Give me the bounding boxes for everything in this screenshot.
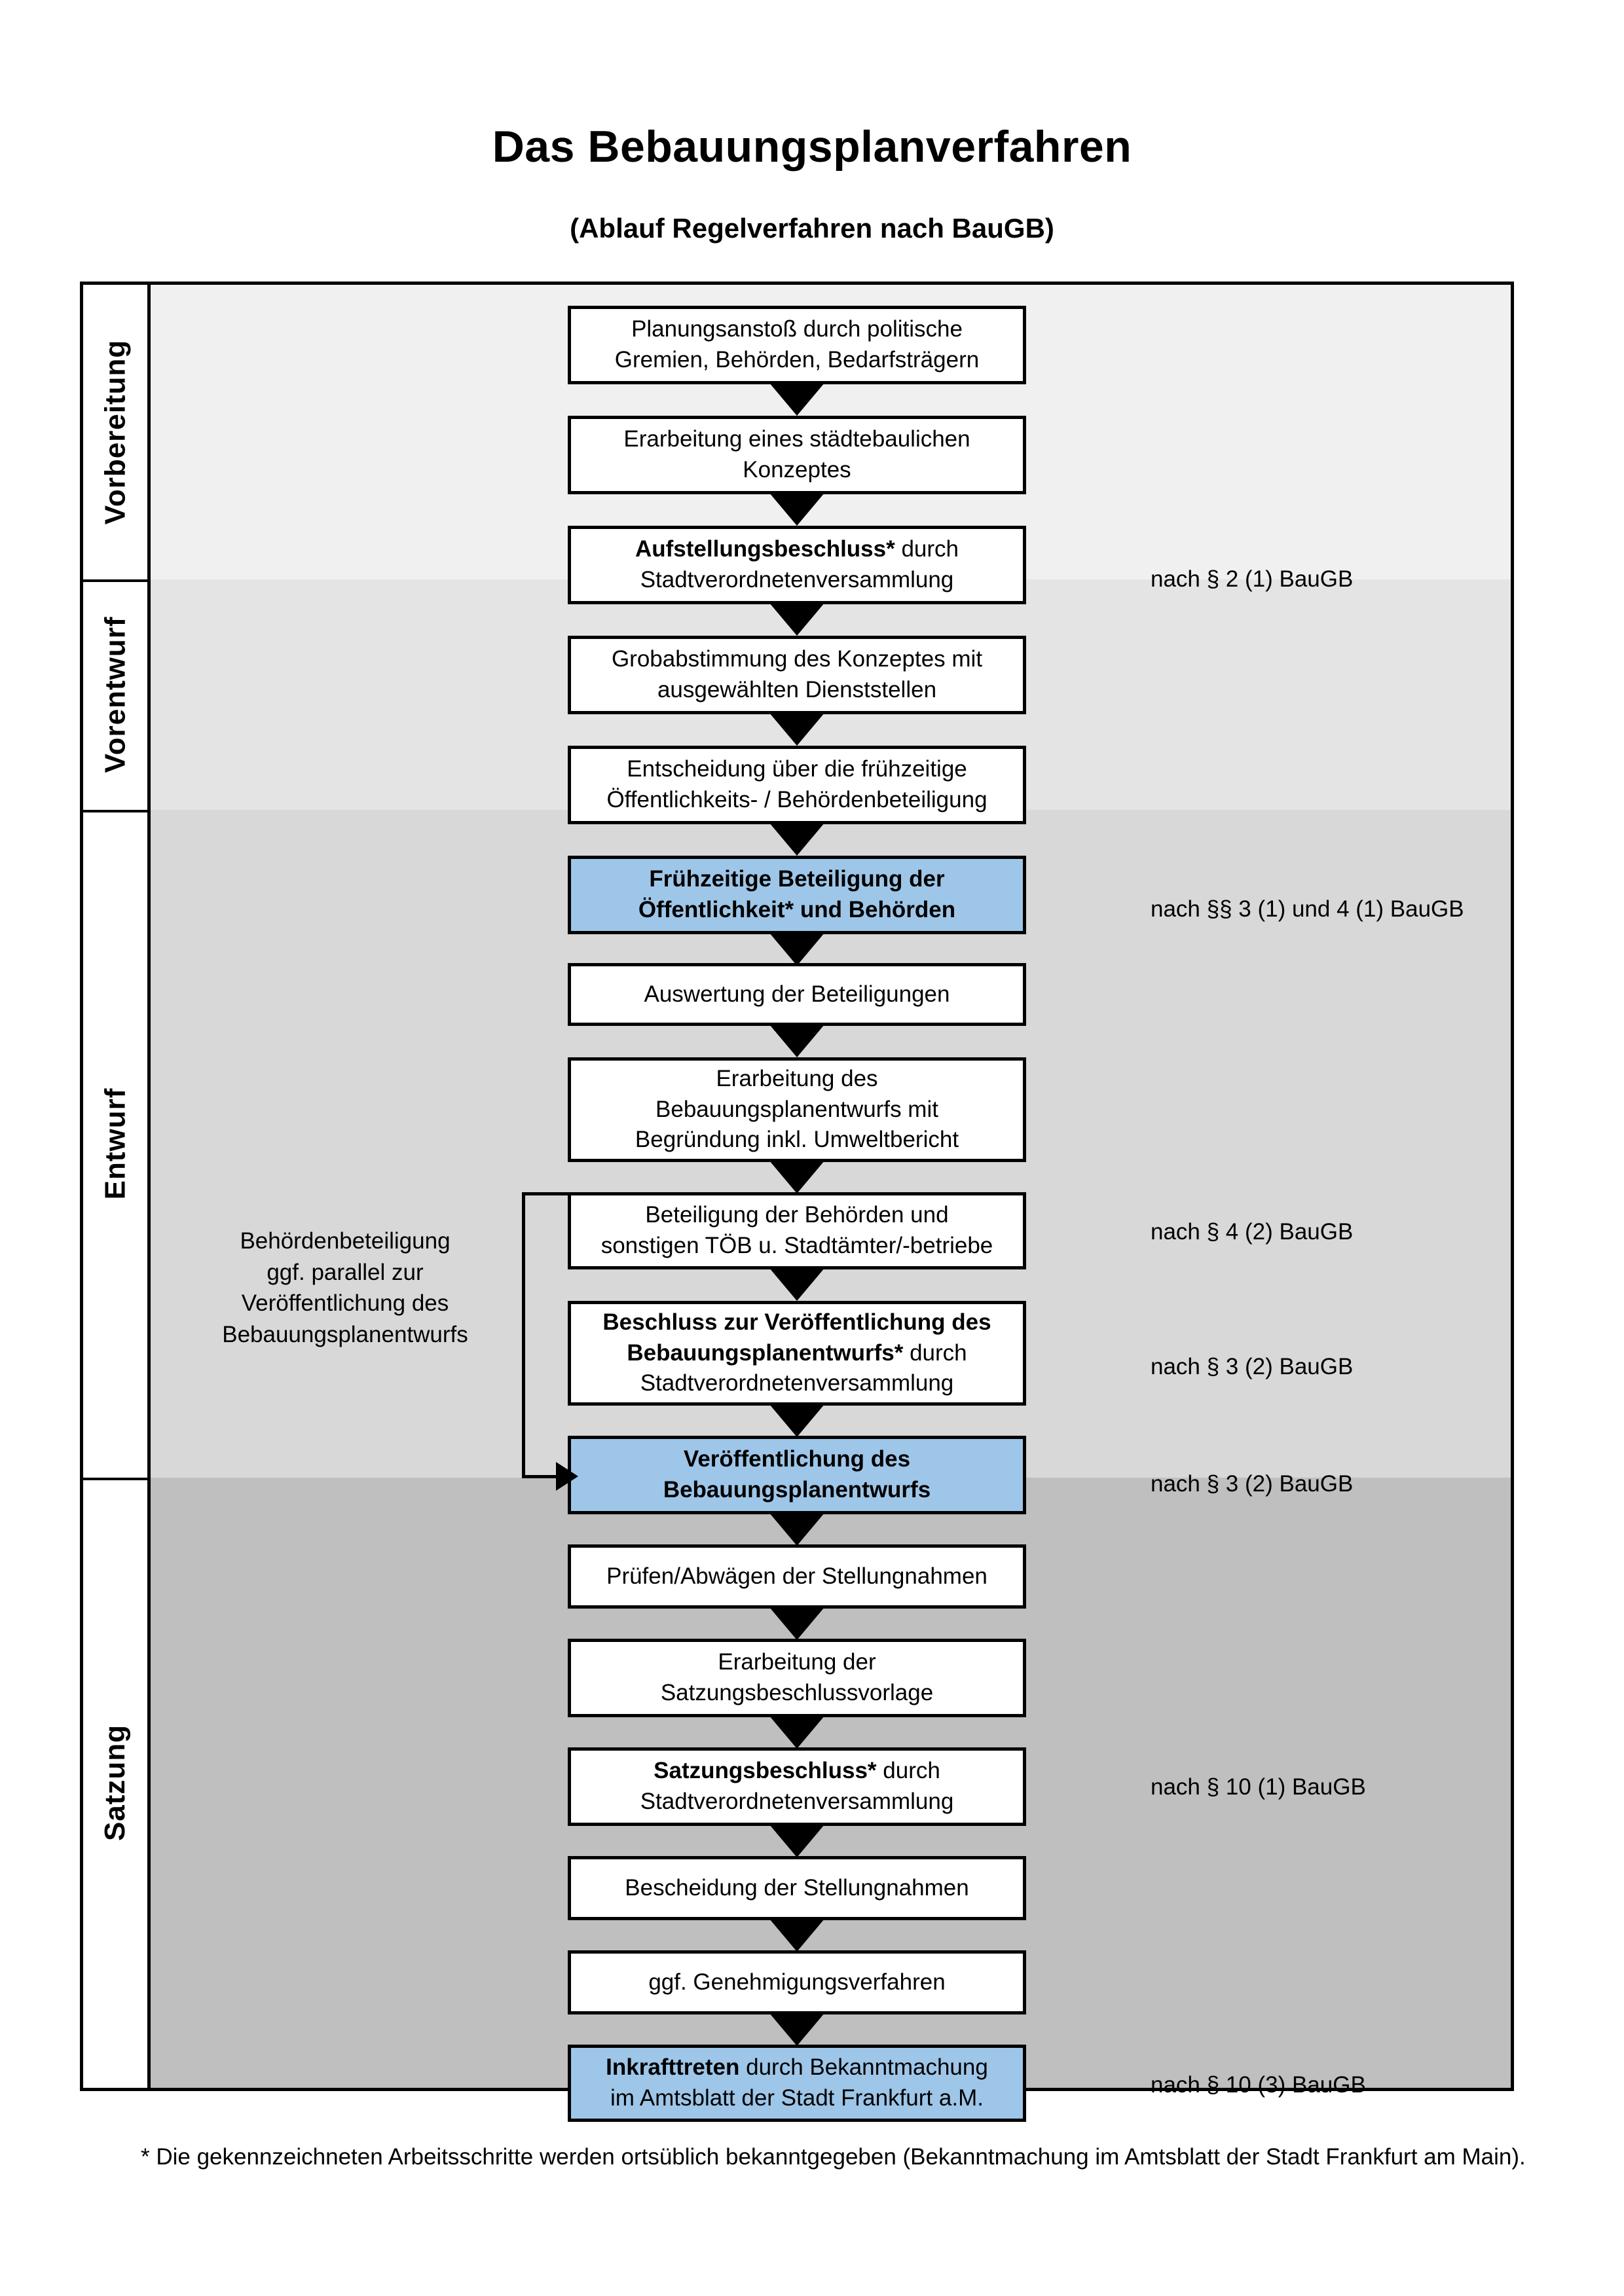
flow-step-14[interactable]: Satzungsbeschluss* durch Stadtverordnete… <box>568 1747 1026 1826</box>
flow-arrow-15 <box>769 1919 824 1952</box>
step-line: Gremien, Behörden, Bedarfsträgern <box>614 347 980 373</box>
step-line: Erarbeitung eines städtebaulichen <box>623 426 970 452</box>
step-line: ggf. Genehmigungsverfahren <box>648 1969 946 1995</box>
flow-step-7[interactable]: Auswertung der Beteiligungen <box>568 963 1026 1026</box>
step-line: Beteiligung der Behörden und <box>645 1202 949 1228</box>
step-line: Konzeptes <box>743 457 851 483</box>
phase-label-text: Satzung <box>99 1724 132 1842</box>
flow-step-12[interactable]: Prüfen/Abwägen der Stellungnahmen <box>568 1544 1026 1609</box>
flow-arrow-14 <box>769 1825 824 1857</box>
flow-step-13[interactable]: Erarbeitung der Satzungsbeschlussvorlage <box>568 1639 1026 1717</box>
flow-step-2[interactable]: Erarbeitung eines städtebaulichen Konzep… <box>568 416 1026 494</box>
flow-arrow-7 <box>769 1025 824 1057</box>
step-line-strong: Frühzeitige Beteiligung der <box>649 866 945 892</box>
step-line: durch <box>895 536 959 562</box>
flow-arrow-9 <box>769 1268 824 1301</box>
step-line: Stadtverordnetenversammlung <box>640 1789 954 1814</box>
step-line: sonstigen TÖB u. Stadtämter/-betriebe <box>600 1233 993 1258</box>
flow-step-16[interactable]: ggf. Genehmigungsverfahren <box>568 1950 1026 2014</box>
diagram-frame: Vorbereitung Vorentwurf Entwurf Satzung … <box>80 282 1514 2122</box>
flow-arrow-13 <box>769 1716 824 1749</box>
phase-separator-3 <box>83 1478 151 1480</box>
legal-note-4: nach § 3 (2) BauGB <box>1151 1354 1354 1379</box>
parallel-path-vertical-segment <box>522 1192 525 1478</box>
footnote: * Die gekennzeichneten Arbeitsschritte w… <box>141 2144 1526 2170</box>
step-line: im Amtsblatt der Stadt Frankfurt a.M. <box>610 2085 984 2111</box>
phase-separator-1 <box>83 579 151 582</box>
parallel-path-arrowhead <box>556 1462 578 1491</box>
legal-note-3: nach § 4 (2) BauGB <box>1151 1219 1354 1245</box>
step-line: Planungsanstoß durch politische <box>631 316 963 342</box>
flow-step-5[interactable]: Entscheidung über die frühzeitige Öffent… <box>568 746 1026 824</box>
flow-arrow-6 <box>769 933 824 966</box>
step-line-strong: Bebauungsplanentwurfs* <box>627 1339 904 1366</box>
legal-note-7: nach § 10 (3) BauGB <box>1151 2072 1366 2098</box>
flow-arrow-3 <box>769 603 824 636</box>
step-line: Bescheidung der Stellungnahmen <box>625 1874 969 1901</box>
phase-label-vorbereitung: Vorbereitung <box>83 285 147 579</box>
legal-note-6: nach § 10 (1) BauGB <box>1151 1774 1366 1800</box>
side-note-parallel-procedure: Behördenbeteiligung ggf. parallel zur Ve… <box>222 1228 468 1347</box>
step-line: durch <box>903 1339 967 1366</box>
flow-arrow-16 <box>769 2013 824 2046</box>
step-line-strong: Öffentlichkeit* und Behörden <box>638 897 956 922</box>
step-line: Grobabstimmung des Konzeptes mit <box>611 646 983 672</box>
step-line: Erarbeitung des <box>716 1066 878 1092</box>
phase-label-satzung: Satzung <box>83 1478 147 2088</box>
flow-step-11-highlight[interactable]: Veröffentlichung des Bebauungsplanentwur… <box>568 1436 1026 1514</box>
flow-step-6-highlight[interactable]: Frühzeitige Beteiligung der Öffentlichke… <box>568 856 1026 934</box>
step-line: Erarbeitung der <box>718 1649 876 1675</box>
step-line: Bebauungsplanentwurfs mit <box>655 1096 938 1122</box>
step-line: Entscheidung über die frühzeitige <box>627 756 967 782</box>
flow-arrow-1 <box>769 383 824 416</box>
step-line: Stadtverordnetenversammlung <box>640 567 954 592</box>
step-line-strong: Veröffentlichung des <box>683 1446 911 1472</box>
page-title: Das Bebauungsplanverfahren <box>492 122 1132 172</box>
step-line: durch <box>876 1758 940 1784</box>
step-line-strong: Aufstellungsbeschluss* <box>635 536 895 562</box>
step-line: Begründung inkl. Umweltbericht <box>635 1127 959 1153</box>
phase-separator-2 <box>83 810 151 812</box>
flow-arrow-10 <box>769 1404 824 1437</box>
flow-step-15[interactable]: Bescheidung der Stellungnahmen <box>568 1856 1026 1920</box>
step-line: Stadtverordnetenversammlung <box>640 1370 954 1396</box>
flow-step-8[interactable]: Erarbeitung des Bebauungsplanentwurfs mi… <box>568 1057 1026 1162</box>
step-line-strong: Beschluss zur Veröffentlichung des <box>602 1309 991 1336</box>
flow-arrow-4 <box>769 713 824 746</box>
phase-label-text: Entwurf <box>99 1087 132 1200</box>
flow-step-9[interactable]: Beteiligung der Behörden und sonstigen T… <box>568 1192 1026 1269</box>
step-line: Auswertung der Beteiligungen <box>644 981 950 1007</box>
flow-arrow-12 <box>769 1607 824 1640</box>
flow-arrow-2 <box>769 493 824 526</box>
flow-arrow-11 <box>769 1513 824 1546</box>
legal-note-5: nach § 3 (2) BauGB <box>1151 1471 1354 1497</box>
step-line: Öffentlichkeits- / Behördenbeteiligung <box>606 787 987 812</box>
flow-step-1[interactable]: Planungsanstoß durch politische Gremien,… <box>568 306 1026 384</box>
step-line: Prüfen/Abwägen der Stellungnahmen <box>606 1563 987 1589</box>
parallel-path-top-segment <box>522 1192 571 1195</box>
flow-step-10[interactable]: Beschluss zur Veröffentlichung des Bebau… <box>568 1301 1026 1406</box>
phase-label-vorentwurf: Vorentwurf <box>83 579 147 810</box>
flow-step-3[interactable]: Aufstellungsbeschluss* durch Stadtverord… <box>568 526 1026 604</box>
label-column-divider <box>147 285 151 2088</box>
flow-step-17-highlight[interactable]: Inkrafttreten durch Bekanntmachung im Am… <box>568 2045 1026 2122</box>
step-line: Satzungsbeschlussvorlage <box>660 1680 934 1705</box>
parallel-path-bottom-segment <box>522 1475 560 1478</box>
legal-note-2: nach §§ 3 (1) und 4 (1) BauGB <box>1151 896 1464 922</box>
flow-arrow-8 <box>769 1161 824 1194</box>
phase-label-entwurf: Entwurf <box>83 810 147 1478</box>
page-subtitle: (Ablauf Regelverfahren nach BauGB) <box>570 213 1054 244</box>
legal-note-1: nach § 2 (1) BauGB <box>1151 566 1354 592</box>
step-line: durch Bekanntmachung <box>739 2054 988 2081</box>
step-line-strong: Bebauungsplanentwurfs <box>663 1477 931 1503</box>
flow-arrow-5 <box>769 823 824 856</box>
step-line-strong: Inkrafttreten <box>606 2054 740 2081</box>
phase-label-text: Vorbereitung <box>99 339 131 525</box>
step-line: ausgewählten Dienststellen <box>657 677 937 702</box>
phase-label-text: Vorentwurf <box>99 616 131 773</box>
step-line-strong: Satzungsbeschluss* <box>654 1758 877 1784</box>
flow-step-4[interactable]: Grobabstimmung des Konzeptes mit ausgewä… <box>568 636 1026 714</box>
